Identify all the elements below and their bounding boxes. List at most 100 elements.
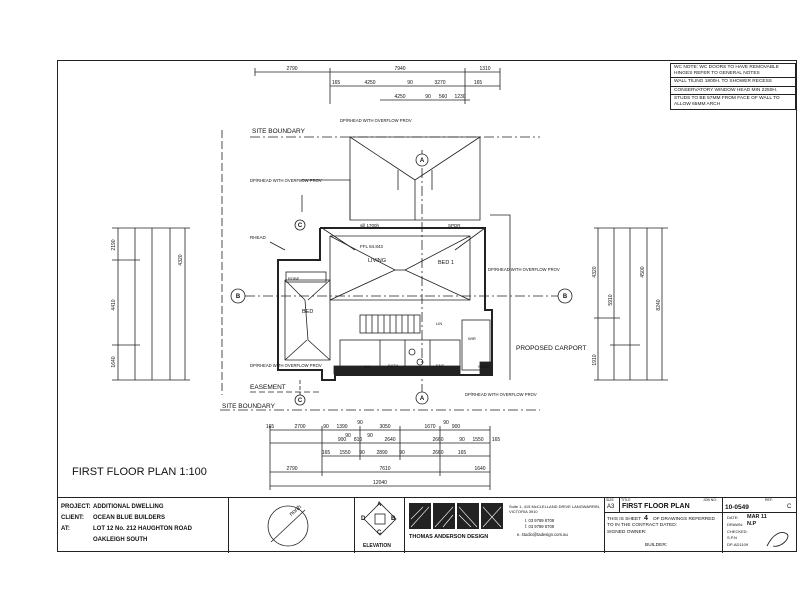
dim-b4-1: 7610 <box>379 466 390 472</box>
proposed-carport-label: PROPOSED CARPORT <box>516 345 586 352</box>
site-boundary-top-label: SITE BOUNDARY <box>252 128 306 135</box>
address-line1: LOT 12 No. 212 HAUGHTON ROAD <box>93 526 192 532</box>
sheet-text-c: TO IN THE CONTRACT DATED: <box>607 523 678 528</box>
dim-b3-0: 165 <box>322 450 331 456</box>
dim-b4-0: 2790 <box>286 466 297 472</box>
dim-top-2790: 2790 <box>286 66 297 72</box>
dim-b1-5: 3050 <box>379 424 390 430</box>
date-label: DATE: <box>727 515 739 520</box>
dim-top-1230: 1230 <box>454 94 465 100</box>
dim-b1-8: 900 <box>452 424 461 430</box>
dim-b1-1: 2700 <box>294 424 305 430</box>
dim-b3-4: 90 <box>399 450 405 456</box>
dim-b4-2: 1640 <box>474 466 485 472</box>
easement-label: EASEMENT <box>250 384 286 391</box>
elevation-key-icon <box>363 502 397 536</box>
note-conservatory: CONSERVATORY WINDOW HEAD MIN 2250H. <box>670 86 796 96</box>
first-floor-outline <box>277 227 493 381</box>
dim-b2-0: 90 <box>345 433 351 439</box>
project-info-cell: PROJECT: ADDITIONAL DWELLING CLIENT: OCE… <box>57 498 229 553</box>
room-wc: WC <box>364 364 371 369</box>
checked-value: S.P.N <box>727 535 737 540</box>
drawn-value: N.P <box>747 521 757 527</box>
spdr-bottom: SPDR <box>478 364 489 369</box>
title-label: TITLE <box>621 498 631 502</box>
designer-cell: THOMAS ANDERSON DESIGN Suite 1, 415 McCL… <box>405 498 605 553</box>
dim-b1-6: 1670 <box>424 424 435 430</box>
dim-top-165b: 165 <box>474 80 483 86</box>
dim-b2-2: 810 <box>354 437 363 443</box>
room-ens: ENS <box>436 363 445 368</box>
dim-b2-5: 2660 <box>432 437 443 443</box>
sheet-text-a: THIS IS SHEET <box>607 517 642 522</box>
dim-left-1640: 1640 <box>111 356 117 367</box>
section-label-c-bottom: C <box>298 398 303 404</box>
dim-b1-3: 1390 <box>336 424 347 430</box>
dim-b1-2: 90 <box>323 424 329 430</box>
dim-right-8240: 8240 <box>656 299 662 310</box>
drawing-sheet-border <box>57 60 797 552</box>
job-info-cell: 10-0549 REF: C DATE: MAR 11 DRAWN: N.P C… <box>723 498 797 553</box>
room-living: LIVING <box>368 258 386 264</box>
section-marker-c-bottom <box>294 394 306 406</box>
dim-right-4320: 4320 <box>592 266 598 277</box>
dpr-label-2: DP/RHEAD WITH OVERFLOW PROV <box>250 178 322 183</box>
jobno-label: JOB NO: <box>703 498 718 502</box>
signed-owner-label: SIGNED OWNER: <box>607 530 647 535</box>
room-bed1: BED 1 <box>438 260 454 266</box>
checked-label: CHECKED: <box>727 529 748 534</box>
revision-code: DP-AD1109 <box>727 542 749 547</box>
note-wc: WC NOTE: WC DOORS TO HAVE REMOVABLE HING… <box>670 63 796 79</box>
dim-right-5910: 5910 <box>608 294 614 305</box>
project-label: PROJECT: <box>61 504 91 510</box>
title-block: PROJECT: ADDITIONAL DWELLING CLIENT: OCE… <box>57 497 797 553</box>
dpr-label-4: DP/RHEAD WITH OVERFLOW PROV <box>250 363 322 368</box>
dim-top-3270: 3270 <box>434 80 445 86</box>
dim-b2-7: 1550 <box>472 437 483 443</box>
designer-fax: f. 03 9789 8709 <box>525 524 555 529</box>
room-bed: BED <box>302 309 313 315</box>
site-boundary-bottom-label: SITE BOUNDARY <box>222 403 276 410</box>
at-label: AT: <box>61 526 70 532</box>
section-marker-a-top <box>415 153 429 167</box>
sheet-title: FIRST FLOOR PLAN <box>622 503 690 510</box>
dim-top-165a: 165 <box>332 80 341 86</box>
sheet-number: 4 <box>644 515 648 522</box>
address-line2: OAKLEIGH SOUTH <box>93 537 148 543</box>
section-label-a-top: A <box>420 158 425 164</box>
client-label: CLIENT: <box>61 515 84 521</box>
dpr-label-1: DP/RHEAD WITH OVERFLOW PROV <box>340 118 412 123</box>
jobno-value: 10-0549 <box>725 504 749 511</box>
project-value: ADDITIONAL DWELLING <box>93 504 164 510</box>
plan-title: FIRST FLOOR PLAN 1:100 <box>72 466 207 478</box>
dim-right-1910: 1910 <box>592 354 598 365</box>
size-value: A3 <box>607 504 615 510</box>
drawn-label: DRAWN: <box>727 522 744 527</box>
north-arrow-icon <box>267 505 309 547</box>
section-marker-a-bottom <box>415 391 429 405</box>
general-notes-box: WC NOTE: WC DOORS TO HAVE REMOVABLE HING… <box>670 63 796 110</box>
builder-label: BUILDER: <box>645 543 668 548</box>
dim-top-90b: 90 <box>425 94 431 100</box>
dpr-label-5: DP/RHEAD WITH OVERFLOW PROV <box>465 392 537 397</box>
dim-top-560: 560 <box>439 94 448 100</box>
ffl-label: FFL 84.843 <box>360 244 383 249</box>
dim-b2-6: 90 <box>459 437 465 443</box>
designer-logo <box>409 503 503 529</box>
elevation-key-cell: A B C D ELEVATION <box>355 498 405 553</box>
designer-email: e. studio@tadesign.com.au <box>517 532 568 537</box>
dim-b2-1: 900 <box>338 437 347 443</box>
sheet-text-b: OF DRAWINGS REFERRED <box>653 517 715 522</box>
north-cell: north <box>229 498 355 553</box>
dpr-label-3: DP/RHEAD WITH OVERFLOW PROV <box>488 267 560 272</box>
section-marker-c-top <box>294 219 306 231</box>
designer-name: THOMAS ANDERSON DESIGN <box>409 534 489 540</box>
rhead-label: RHEAD <box>250 235 267 240</box>
elevation-label: ELEVATION <box>363 543 391 549</box>
signature-mark <box>766 532 789 547</box>
dim-total: 12040 <box>373 480 387 486</box>
note-studs: STUDS TO BE 57MM FROM FACE OF WALL TO AL… <box>670 95 796 110</box>
dim-left-4410: 4410 <box>111 299 117 310</box>
dim-b1-7: 90 <box>443 420 449 426</box>
